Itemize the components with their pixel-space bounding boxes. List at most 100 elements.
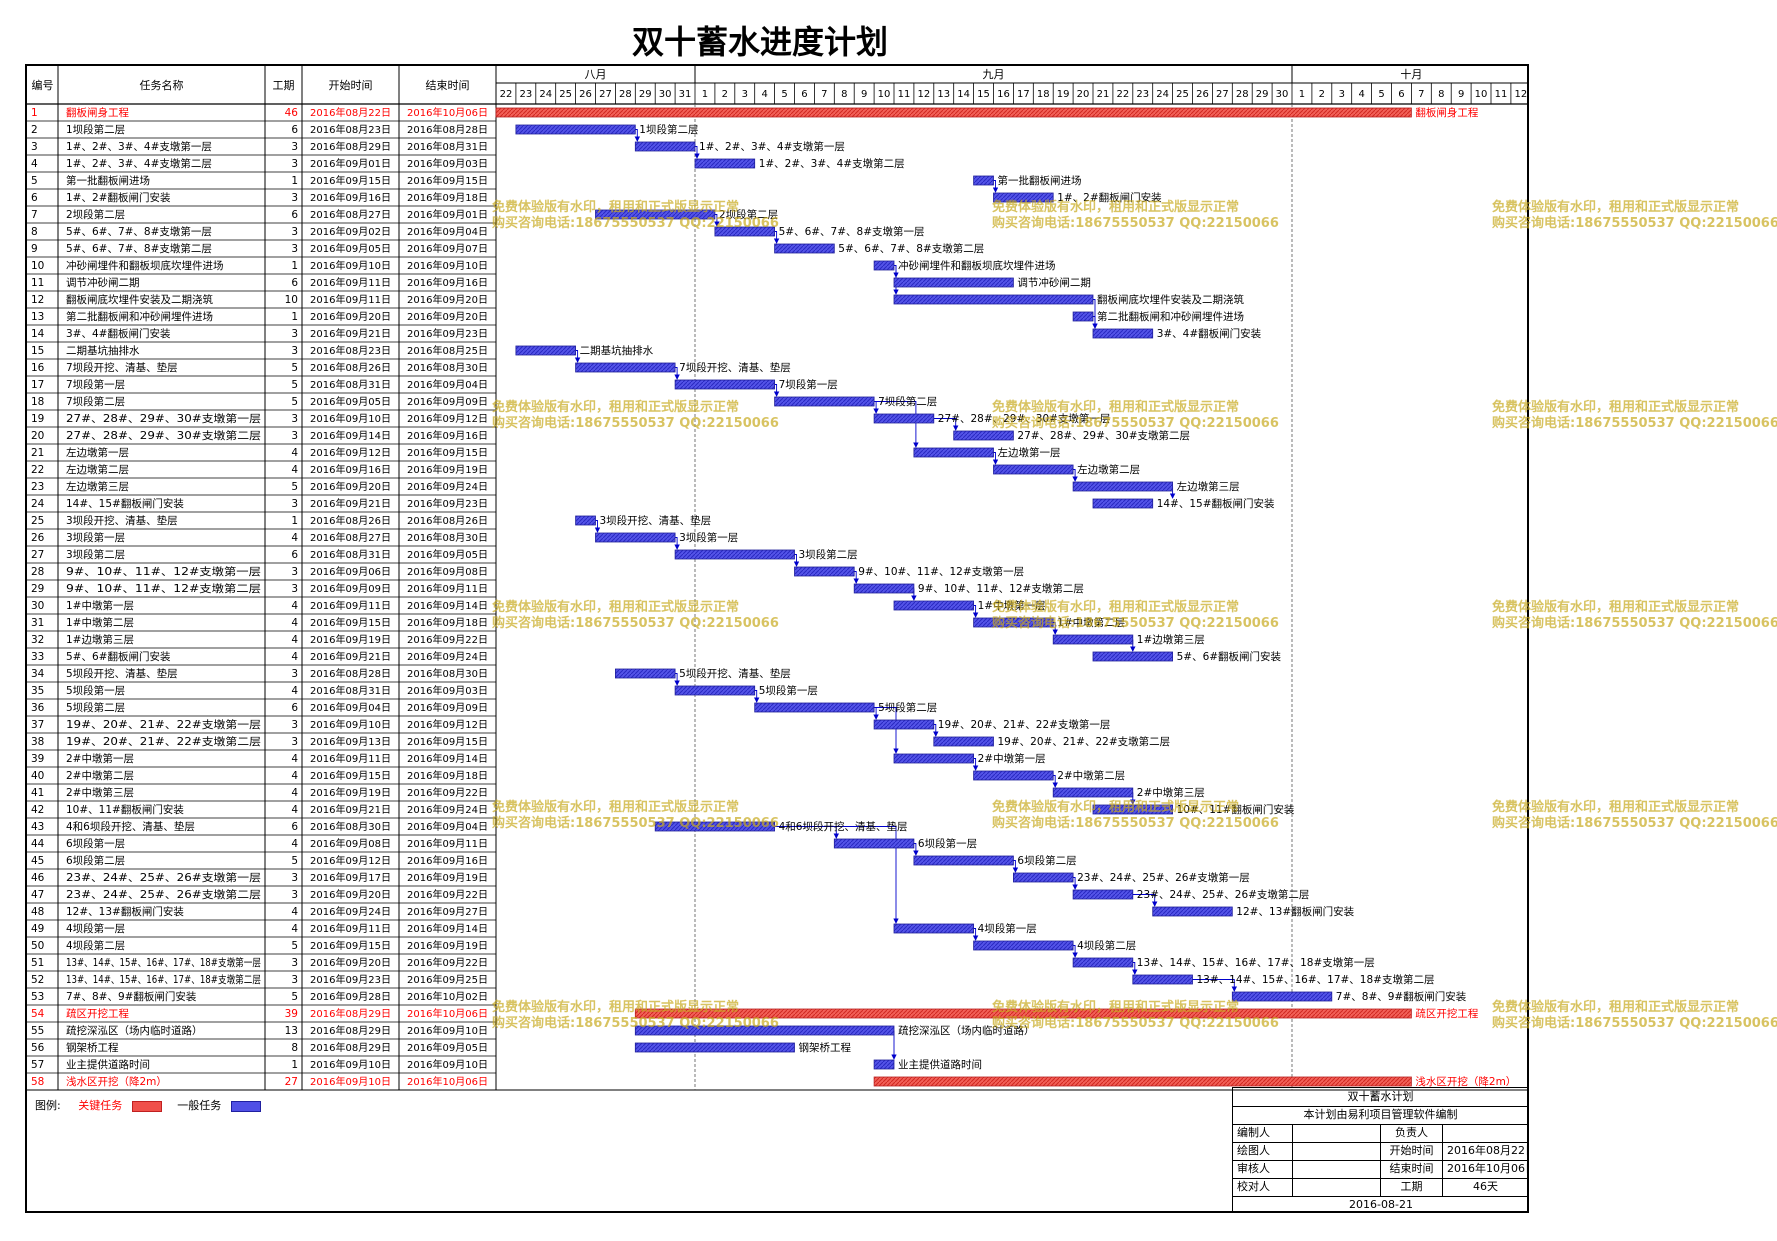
task-end: 2016年09月19日 (407, 463, 488, 476)
dependency-arrow (972, 928, 979, 941)
task-id: 12 (31, 294, 44, 306)
day-label: 26 (1196, 89, 1209, 100)
task-id: 44 (31, 838, 45, 850)
task-name: 5#、6#、7#、8#支墩第一层 (66, 225, 212, 238)
task-end: 2016年09月14日 (407, 922, 488, 935)
task-id: 51 (31, 957, 44, 969)
task-name: 4坝段第二层 (66, 939, 125, 952)
bar-label: 7坝段开挖、清基、垫层 (679, 361, 791, 374)
bar-label: 1#、2#翻板闸门安装 (1057, 191, 1162, 204)
task-name: 3#、4#翻板闸门安装 (66, 327, 171, 340)
dependency-arrow (674, 367, 680, 380)
task-end: 2016年08月26日 (407, 514, 488, 527)
task-duration: 3 (291, 889, 298, 901)
day-label: 12 (917, 89, 930, 100)
dependency-arrow (674, 537, 680, 550)
task-duration: 1 (291, 311, 298, 323)
compiler-label: 编制人 (1233, 1124, 1293, 1142)
task-name: 2坝段第二层 (66, 208, 125, 221)
bar-label: 27#、28#、29#、30#支墩第二层 (1017, 429, 1190, 442)
watermark: 免费体验版有水印，租用和正式版显示正常购买咨询电话:18675550537 QQ… (1492, 1000, 1777, 1031)
task-id: 35 (31, 685, 44, 697)
task-bar (993, 464, 1074, 475)
task-name: 4坝段第一层 (66, 922, 125, 935)
task-bar (873, 719, 935, 730)
task-duration: 27 (285, 1076, 298, 1088)
page-title: 双十蓄水进度计划 (631, 23, 888, 61)
task-start: 2016年09月12日 (310, 854, 391, 867)
task-start: 2016年09月24日 (310, 905, 391, 918)
task-start: 2016年09月15日 (310, 616, 391, 629)
dependency-arrow (574, 350, 581, 363)
bar-label: 4坝段第二层 (1077, 939, 1136, 952)
task-id: 36 (31, 702, 45, 714)
task-end: 2016年09月14日 (407, 599, 488, 612)
task-end: 2016年09月09日 (407, 701, 488, 714)
task-end: 2016年09月05日 (407, 548, 488, 561)
task-bar (1072, 311, 1094, 322)
bar-label: 9#、10#、11#、12#支墩第一层 (858, 565, 1024, 578)
task-bar (515, 345, 576, 356)
critical-task-bar (495, 107, 1412, 118)
column-header: 工期 (273, 79, 295, 92)
task-start: 2016年08月29日 (310, 140, 391, 153)
task-bar (714, 226, 776, 237)
task-start: 2016年09月20日 (310, 956, 391, 969)
task-end: 2016年09月18日 (407, 191, 488, 204)
end-value: 2016年10月06日 (1443, 1160, 1529, 1178)
day-label: 4 (761, 89, 767, 100)
task-start: 2016年09月11日 (310, 922, 391, 935)
task-duration: 3 (291, 498, 298, 510)
bar-label: 13#、14#、15#、16#、17#、18#支墩第一层 (1137, 956, 1375, 969)
bar-label: 4坝段第一层 (978, 922, 1037, 935)
task-end: 2016年09月25日 (407, 973, 488, 986)
task-end: 2016年08月28日 (407, 123, 488, 136)
task-start: 2016年09月11日 (310, 293, 391, 306)
task-bar (674, 685, 756, 696)
duration-value: 46天 (1443, 1178, 1529, 1196)
bar-label: 二期基坑抽排水 (580, 344, 654, 357)
task-duration: 3 (291, 328, 298, 340)
task-duration: 4 (291, 532, 298, 544)
task-name: 1坝段第二层 (66, 123, 125, 136)
task-start: 2016年08月29日 (310, 1041, 391, 1054)
dependency-arrow (773, 231, 780, 244)
task-end: 2016年09月22日 (407, 786, 488, 799)
task-start: 2016年09月20日 (310, 888, 391, 901)
task-id: 52 (31, 974, 44, 986)
task-start: 2016年09月21日 (310, 497, 391, 510)
task-id: 5 (31, 175, 38, 187)
task-start: 2016年09月01日 (310, 157, 391, 170)
task-duration: 5 (291, 855, 298, 867)
task-start: 2016年09月23日 (310, 973, 391, 986)
legend-normal-swatch (230, 1100, 261, 1112)
legend-normal-label: 一般任务 (177, 1099, 222, 1112)
task-name: 1#中墩第二层 (66, 616, 134, 629)
bar-label: 3坝段第一层 (679, 531, 738, 544)
task-name: 7坝段第二层 (66, 395, 125, 408)
watermark: 免费体验版有水印，租用和正式版显示正常购买咨询电话:18675550537 QQ… (1492, 600, 1777, 631)
task-name: 13#、14#、15#、16#、17#、18#支墩第二层 (66, 973, 261, 986)
start-label: 开始时间 (1381, 1142, 1443, 1160)
task-id: 32 (31, 634, 44, 646)
dependency-arrow (774, 826, 899, 924)
task-duration: 5 (291, 362, 298, 374)
task-name: 1#边墩第三层 (66, 633, 134, 646)
task-start: 2016年09月19日 (310, 786, 391, 799)
day-label: 1 (1299, 89, 1305, 100)
task-end: 2016年09月15日 (407, 174, 488, 187)
bar-label: 左边墩第一层 (998, 446, 1061, 459)
day-label: 11 (898, 89, 911, 100)
task-duration: 5 (291, 940, 298, 952)
task-end: 2016年09月20日 (407, 310, 488, 323)
task-bar (754, 702, 875, 713)
task-id: 43 (31, 821, 44, 833)
task-duration: 4 (291, 617, 298, 629)
task-id: 15 (31, 345, 44, 357)
day-label: 24 (539, 89, 552, 100)
task-name: 翻板闸身工程 (66, 106, 129, 119)
task-end: 2016年09月24日 (407, 803, 488, 816)
task-bar (873, 1059, 895, 1070)
task-id: 42 (31, 804, 44, 816)
task-duration: 4 (291, 634, 298, 646)
